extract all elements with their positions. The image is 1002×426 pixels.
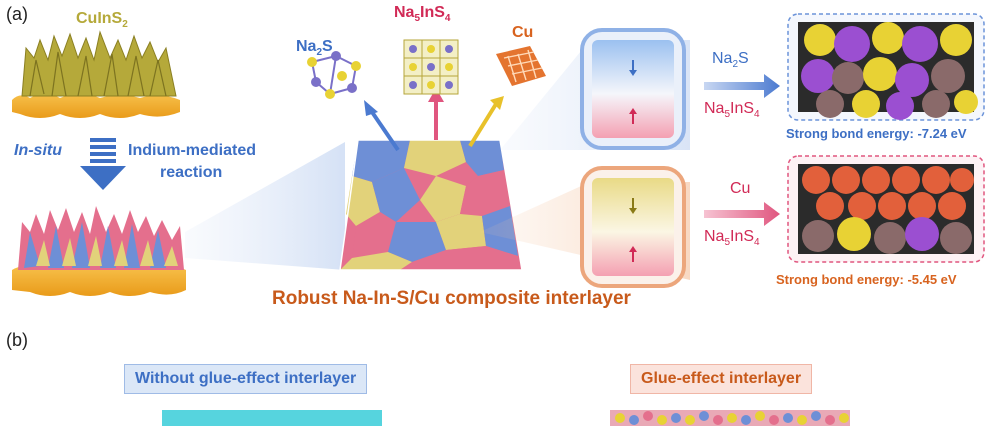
cuins2-label: CuInS2 [76,10,128,31]
na5ins4-structure-icon [403,39,459,95]
atomic-model-lower [787,155,985,263]
na5ins4-label: Na5InS4 [394,4,451,25]
glue-effect-caption: Glue-effect interlayer [630,364,813,394]
panel-a-label: (a) [6,4,28,24]
composite-sample [12,206,186,296]
product-arrows [364,88,504,152]
cuins2-nanosheets [21,30,177,97]
cu-structure-icon [496,46,546,86]
cuins2-substrate [12,94,180,118]
cu-label: Cu [512,24,534,41]
in-situ-label: In-situ [14,142,62,159]
reaction-label-line2: reaction [160,164,223,181]
upper-arrow-label-top: Na2S [712,50,749,71]
arrow-right-upper-icon [704,74,780,98]
glue-electrode-surface [610,410,850,426]
lower-bond-energy: Strong bond energy: -5.45 eV [776,272,957,287]
interface-zoom-lower [580,166,686,288]
down-arrow-icon [80,138,126,190]
lower-arrow-label-bottom: Na5InS4 [704,228,760,249]
na2s-structure-icon [307,51,361,99]
upper-bond-energy: Strong bond energy: -7.24 eV [786,126,967,141]
arrow-right-lower-icon [704,202,780,226]
interface-zoom-upper [580,28,686,150]
lower-arrow-label-top: Cu [730,180,751,197]
panel-b-label: (b) [6,330,28,350]
without-glue-caption: Without glue-effect interlayer [124,364,368,394]
na2s-label: Na2S [296,38,333,59]
reaction-label-line1: Indium-mediated [128,142,257,159]
plain-electrode-surface [162,410,382,426]
interlayer-grains [339,139,523,271]
atomic-model-upper [787,13,985,121]
zoom-beam-left [185,142,345,270]
upper-arrow-label-bottom: Na5InS4 [704,100,760,121]
interlayer-caption: Robust Na-In-S/Cu composite interlayer [272,288,631,309]
